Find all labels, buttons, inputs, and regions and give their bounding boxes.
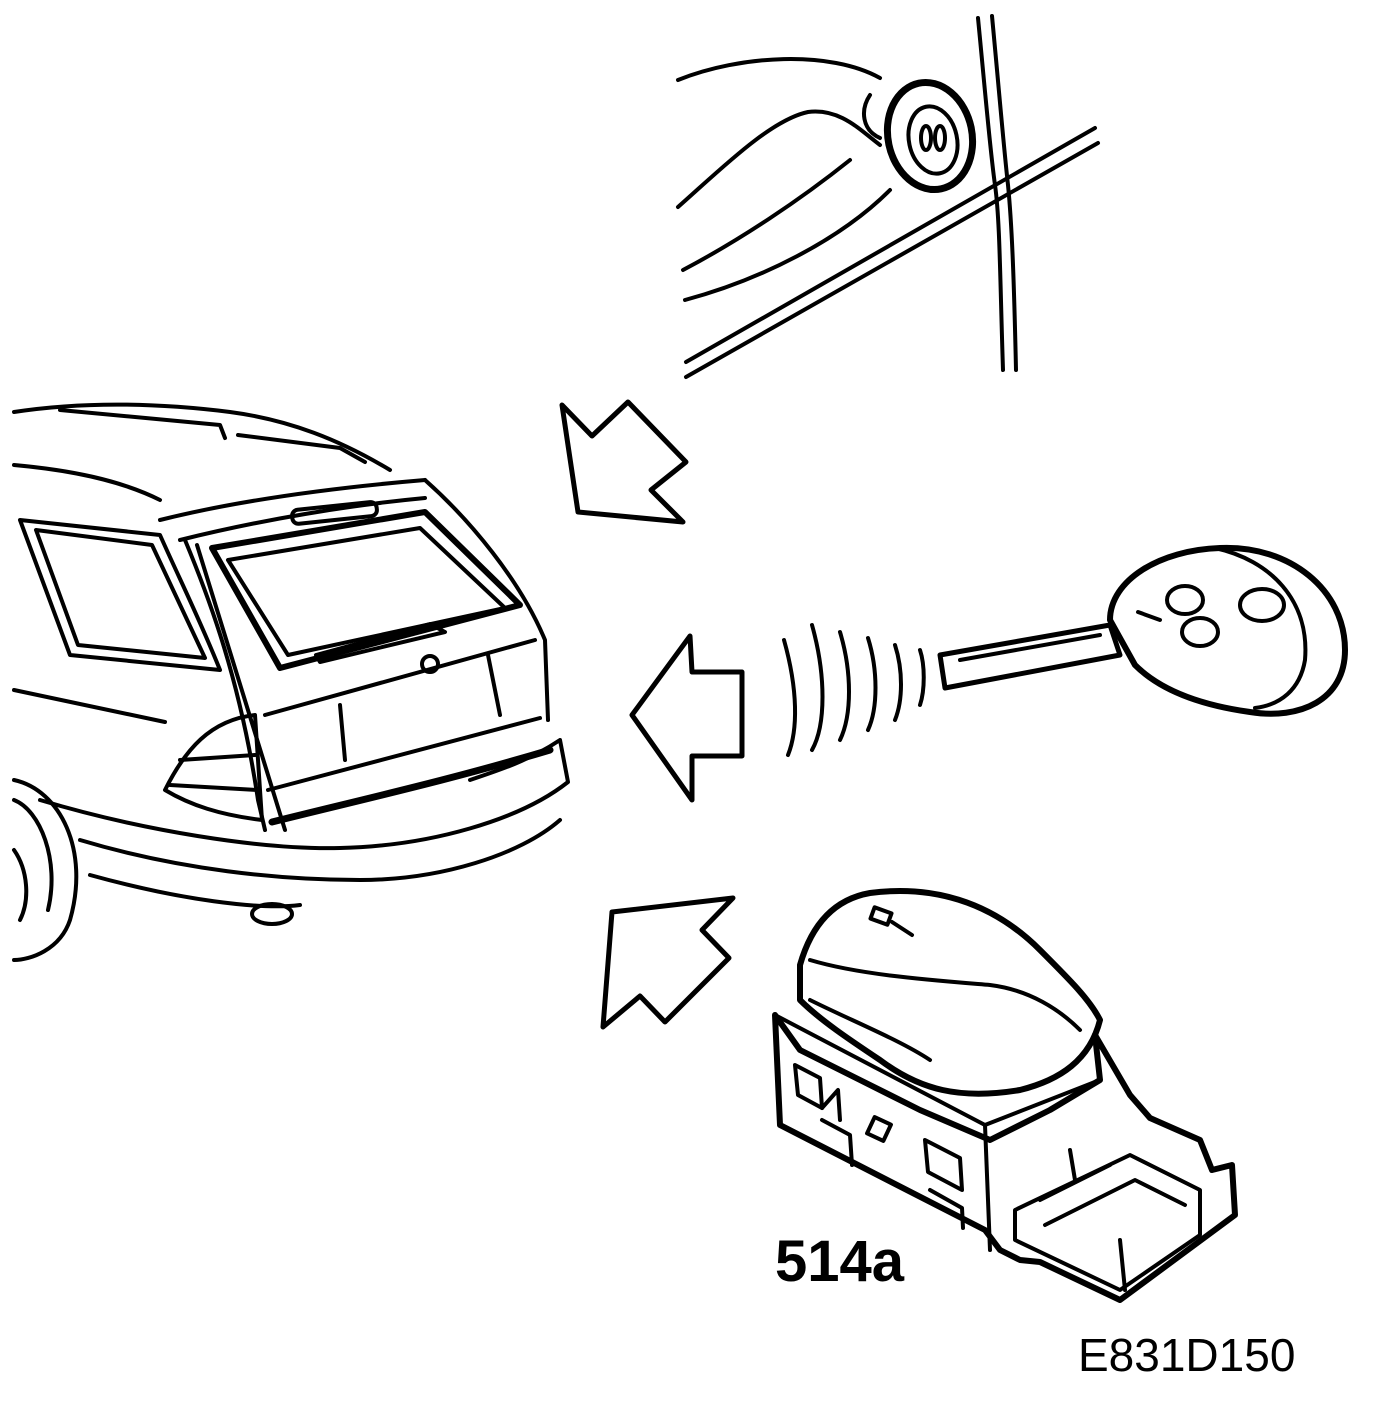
- remote-key-fob-icon: [782, 544, 1348, 757]
- arrow-switch-icon: [600, 895, 736, 1030]
- arrow-door-lock-icon: [559, 399, 689, 525]
- part-number-label: 514a: [775, 1229, 905, 1294]
- arrow-remote-key-icon: [629, 633, 745, 803]
- tailgate-switch-icon: [772, 888, 1238, 1303]
- car-rear-icon: [12, 402, 570, 962]
- figure-code-label: E831D150: [1078, 1329, 1296, 1381]
- door-handle-lock-icon: [676, 14, 1100, 379]
